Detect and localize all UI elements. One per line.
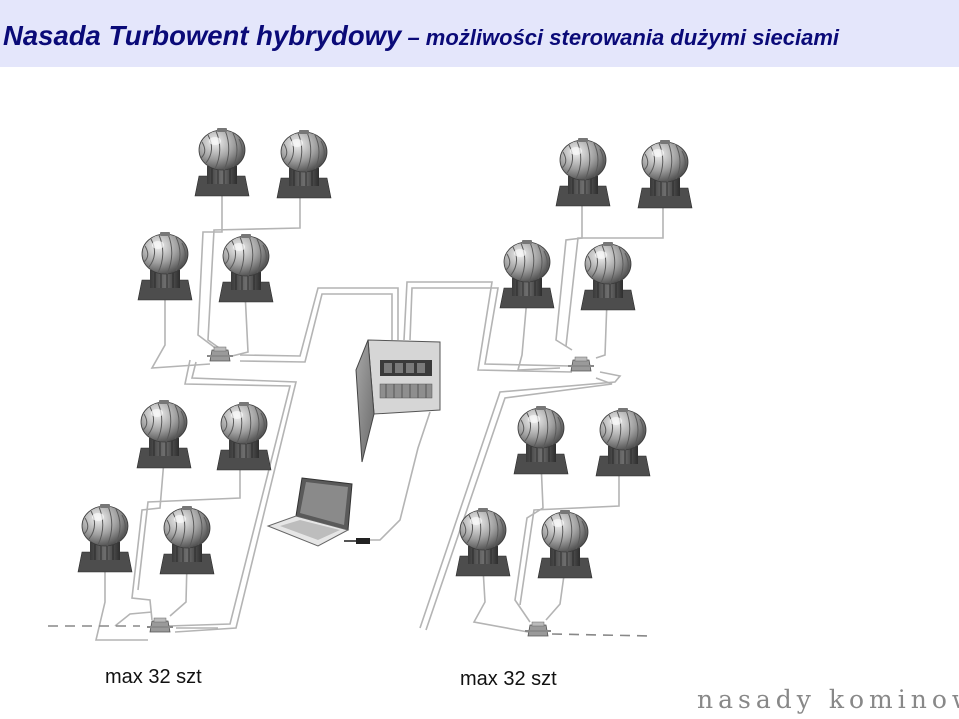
page-title: Nasada Turbowent hybrydowy – możliwości … — [3, 22, 839, 50]
title-sub: możliwości sterowania dużymi sieciami — [425, 25, 840, 50]
cable-network — [48, 186, 664, 641]
brand-logo-text: nasady kominowe — [697, 685, 959, 714]
turbine-ventilator-icon — [555, 137, 611, 207]
turbine-ventilator-icon — [218, 233, 274, 303]
turbine-ventilator-icon — [276, 129, 332, 199]
title-main: Nasada Turbowent hybrydowy — [3, 20, 402, 51]
network-diagram — [48, 127, 693, 641]
junction-box-icon — [524, 621, 552, 637]
turbine-ventilator-icon — [637, 139, 693, 209]
junction-box-icon — [567, 356, 595, 372]
turbine-ventilator-icon — [159, 505, 215, 575]
turbine-ventilator-icon — [194, 127, 250, 197]
caption-right: max 32 szt — [460, 668, 557, 690]
junction-box-icon — [146, 617, 174, 633]
title-bar: Nasada Turbowent hybrydowy – możliwości … — [0, 0, 959, 67]
turbine-ventilator-icon — [455, 507, 511, 577]
junction-box-icon — [206, 346, 234, 362]
turbine-ventilator-icon — [137, 231, 193, 301]
turbine-ventilator-icon — [216, 401, 272, 471]
turbine-ventilator-icon — [580, 241, 636, 311]
turbine-ventilator-icon — [537, 509, 593, 579]
turbine-ventilator-icon — [513, 405, 569, 475]
turbine-ventilator-icon — [77, 503, 133, 573]
caption-left: max 32 szt — [105, 666, 202, 688]
laptop-icon — [266, 477, 370, 547]
turbine-ventilator-icon — [499, 239, 555, 309]
turbine-ventilator-icon — [136, 399, 192, 469]
turbine-ventilator-icon — [595, 407, 651, 477]
title-dash: – — [401, 25, 426, 50]
control-cabinet-icon — [355, 339, 441, 463]
